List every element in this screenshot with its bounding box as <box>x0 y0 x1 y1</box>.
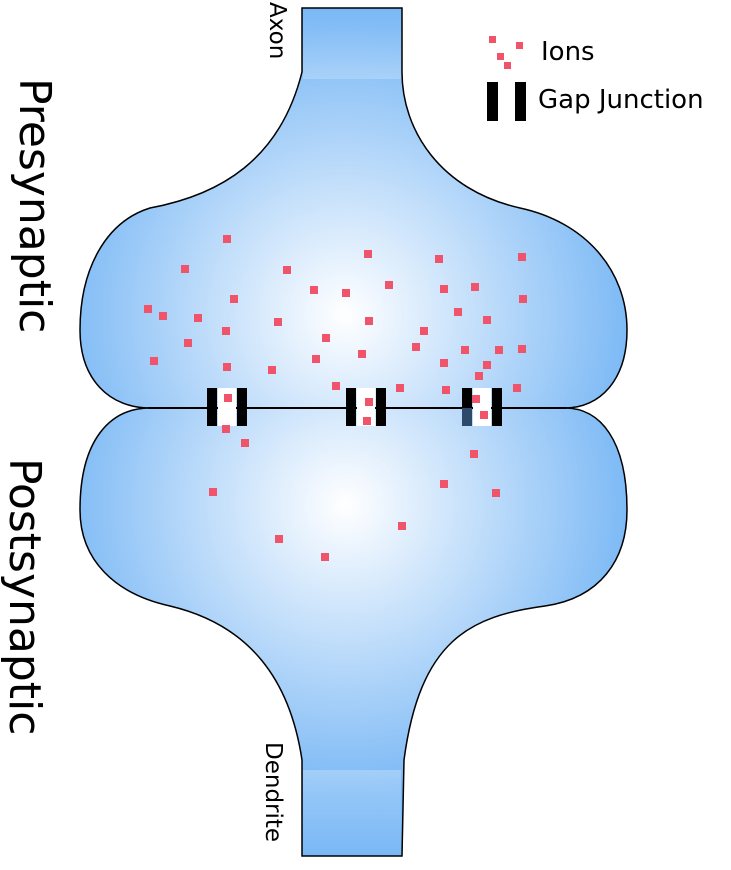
ion-particle <box>365 398 373 406</box>
ion-particle <box>223 363 231 371</box>
ion-particle <box>519 295 527 303</box>
axon-shaft-shading <box>303 9 401 79</box>
gap-junction-left <box>207 388 247 426</box>
ion-particle <box>181 265 189 273</box>
ion-particle <box>475 372 483 380</box>
ion-particle <box>412 343 420 351</box>
ion-particle <box>385 281 393 289</box>
ion-particle <box>363 417 371 425</box>
ion-particle <box>312 355 320 363</box>
postsynaptic-label: Postsynaptic <box>0 458 50 735</box>
gap-junction-legend-label: Gap Junction <box>538 85 704 115</box>
ion-particle <box>398 522 406 530</box>
ion-particle <box>274 318 282 326</box>
ion-particle <box>194 314 202 322</box>
presynaptic-label: Presynaptic <box>9 78 60 333</box>
ions-legend-label: Ions <box>541 37 595 67</box>
ion-particle <box>150 357 158 365</box>
legend: Ions Gap Junction <box>487 36 704 121</box>
ion-particle <box>310 286 318 294</box>
ion-particle <box>518 253 526 261</box>
ion-particle <box>492 489 500 497</box>
ion-particle <box>440 480 448 488</box>
ion-particle <box>396 384 404 392</box>
ion-particle <box>364 250 372 258</box>
ion-particle <box>480 411 488 419</box>
ion-particle <box>159 312 167 320</box>
ion-particle <box>440 359 448 367</box>
ion-particle <box>230 295 238 303</box>
ion-particle <box>332 382 340 390</box>
ion-particle <box>241 439 249 447</box>
ion-particle <box>365 317 373 325</box>
ion-particle <box>144 305 152 313</box>
ion-particle <box>322 334 330 342</box>
ion-particle <box>222 327 230 335</box>
ion-particle <box>420 327 428 335</box>
ions-legend-icon <box>489 36 523 69</box>
ion-particle <box>209 488 217 496</box>
ion-particle <box>483 361 491 369</box>
ions-group <box>144 235 527 561</box>
gap-junction-legend-icon <box>487 82 526 121</box>
ion-particle <box>472 395 480 403</box>
postsynaptic-terminal <box>79 407 628 857</box>
ion-particle <box>342 289 350 297</box>
ion-particle <box>223 235 231 243</box>
ion-particle <box>275 535 283 543</box>
ion-particle <box>358 350 366 358</box>
ion-particle <box>184 339 192 347</box>
gap-junction-right <box>462 388 502 426</box>
ion-particle <box>495 346 503 354</box>
ion-particle <box>442 386 450 394</box>
ion-particle <box>471 283 479 291</box>
ion-particle <box>435 255 443 263</box>
ion-particle <box>483 316 491 324</box>
ion-particle <box>518 345 526 353</box>
ion-particle <box>440 285 448 293</box>
ion-particle <box>454 308 462 316</box>
ion-particle <box>470 450 478 458</box>
axon-label: Axon <box>264 2 290 59</box>
ion-particle <box>224 394 232 402</box>
ion-particle <box>321 553 329 561</box>
gap-junction-middle <box>346 388 386 426</box>
ion-particle <box>283 266 291 274</box>
ion-particle <box>268 366 276 374</box>
ion-particle <box>461 346 469 354</box>
ion-particle <box>513 384 521 392</box>
dendrite-shaft-shading <box>303 770 401 855</box>
dendrite-label: Dendrite <box>260 742 286 842</box>
ion-particle <box>222 425 230 433</box>
